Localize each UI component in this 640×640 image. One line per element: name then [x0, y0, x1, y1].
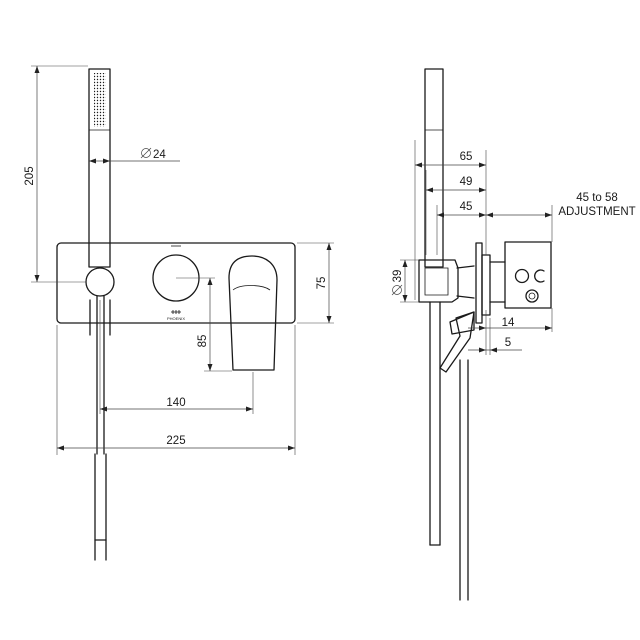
svg-text:39: 39: [392, 270, 404, 283]
dim-depth-65: 65: [415, 151, 486, 168]
svg-text:45: 45: [460, 201, 473, 213]
svg-text:85: 85: [197, 335, 209, 348]
spray-dots: [94, 73, 106, 127]
logo-text: PHOENIX: [167, 316, 185, 321]
svg-text:49: 49: [460, 176, 473, 188]
valve-body: [489, 241, 552, 309]
dim-outlet-centers: 140: [99, 300, 254, 414]
hand-shower: [85, 68, 115, 561]
svg-text:5: 5: [505, 337, 511, 349]
dim-depth-49: 49: [426, 176, 486, 193]
dim-diameter-39: 39: [391, 259, 419, 303]
svg-text:14: 14: [502, 317, 515, 329]
dim-offset-5: 5: [468, 337, 522, 353]
dim-plate-width: 225: [56, 325, 296, 455]
dim-depth-45: 45: [437, 201, 486, 218]
svg-text:205: 205: [24, 166, 36, 185]
svg-text:65: 65: [460, 151, 473, 163]
hand-shower-side: [418, 68, 475, 601]
dim-spout-drop: 85: [176, 277, 232, 372]
front-view: PHOENIX 205 24: [24, 65, 334, 561]
side-view: 65 49 45 45 to 58 ADJUSTMENT: [391, 68, 636, 601]
wall-plate-side: [475, 242, 483, 324]
spout: [228, 255, 278, 371]
svg-text:75: 75: [316, 277, 328, 290]
svg-text:140: 140: [166, 397, 185, 409]
mixer-handle: PHOENIX: [152, 242, 200, 321]
dim-height-total: 205: [24, 65, 88, 283]
spout-side: [439, 311, 475, 373]
svg-text:24: 24: [153, 149, 166, 161]
svg-text:45 to 58: 45 to 58: [576, 192, 618, 204]
dim-plate-height: 75: [297, 242, 334, 324]
dim-adjustment: 45 to 58 ADJUSTMENT: [486, 192, 636, 218]
shower-holder: [85, 267, 115, 297]
dim-offset-14: 14: [468, 317, 552, 331]
svg-text:ADJUSTMENT: ADJUSTMENT: [558, 206, 635, 218]
svg-text:225: 225: [166, 435, 185, 447]
dim-diameter-24: 24: [89, 147, 180, 164]
